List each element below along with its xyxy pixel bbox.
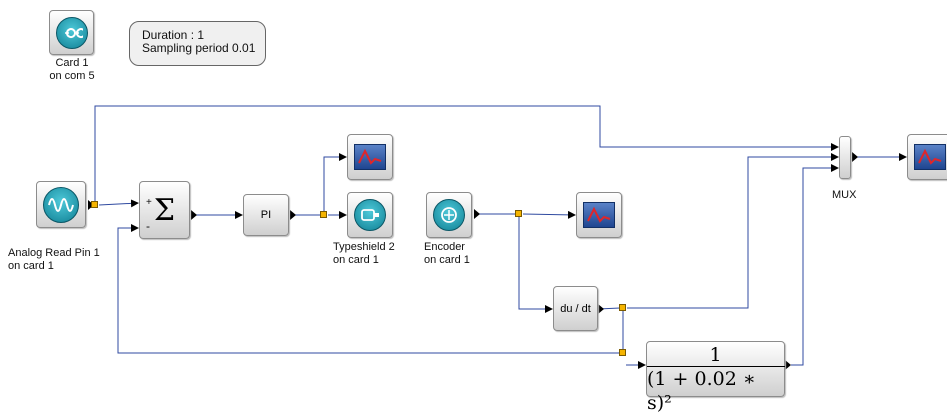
analog-read-block[interactable]: [36, 181, 86, 228]
typeshield-block[interactable]: [347, 192, 393, 238]
card-icon: [55, 16, 88, 49]
wire-split-to-sum-plus: [98, 199, 139, 208]
split-point[interactable]: [515, 210, 522, 217]
card-block[interactable]: [49, 10, 94, 55]
tf-numerator: 1: [709, 344, 722, 366]
pi-block[interactable]: PI: [243, 194, 289, 236]
scope-block-1[interactable]: [347, 134, 393, 180]
mux-block[interactable]: [839, 136, 851, 179]
wire-split-to-mux-1: [94, 105, 839, 202]
sum-plus-sign: +: [146, 197, 152, 208]
tf-denominator: (1 + 0.02 ∗ s)²: [647, 368, 756, 414]
sampling-period-text: Sampling period 0.01: [142, 41, 256, 55]
sum-symbol: Σ: [153, 192, 176, 228]
mux-label: MUX: [832, 189, 857, 201]
derivative-label: du / dt: [560, 302, 591, 315]
config-note: Duration : 1 Sampling period 0.01: [129, 21, 266, 66]
wire-tf-to-mux-3: [791, 164, 839, 366]
encoder-icon: [433, 199, 465, 231]
scope-icon: [914, 144, 946, 170]
card-label: Card 1 on com 5: [49, 57, 95, 82]
scope-icon: [583, 202, 615, 228]
wire-split-to-scope-2: [522, 210, 576, 219]
sine-wave-icon: [43, 186, 79, 223]
derivative-block[interactable]: du / dt: [553, 286, 598, 331]
encoder-label: Encoder on card 1: [424, 241, 470, 266]
encoder-block[interactable]: [426, 192, 472, 238]
pi-label: PI: [260, 209, 272, 221]
scope-block-2[interactable]: [576, 192, 622, 238]
split-point[interactable]: [619, 349, 626, 356]
tf-fraction-line: [646, 366, 785, 367]
wire-split-to-scope-1: [323, 153, 347, 212]
sum-block[interactable]: Σ: [139, 181, 190, 239]
split-point[interactable]: [619, 304, 626, 311]
analog-read-label: Analog Read Pin 1 on card 1: [8, 247, 100, 272]
typeshield-label: Typeshield 2 on card 1: [333, 241, 395, 266]
wire-split-to-derivative: [518, 217, 553, 313]
duration-text: Duration : 1: [142, 28, 205, 42]
scope-block-3[interactable]: [907, 134, 947, 180]
scope-icon: [354, 144, 386, 170]
wire-feedback-to-sum-minus: [117, 224, 625, 354]
motor-icon: [354, 199, 386, 231]
split-point[interactable]: [91, 201, 98, 208]
wire-split-to-mux-2: [627, 153, 839, 309]
split-point[interactable]: [320, 211, 327, 218]
sum-minus-sign: -: [146, 219, 150, 233]
connection-wires: [88, 105, 907, 370]
transfer-function-block[interactable]: 1 (1 + 0.02 ∗ s)²: [646, 341, 785, 414]
